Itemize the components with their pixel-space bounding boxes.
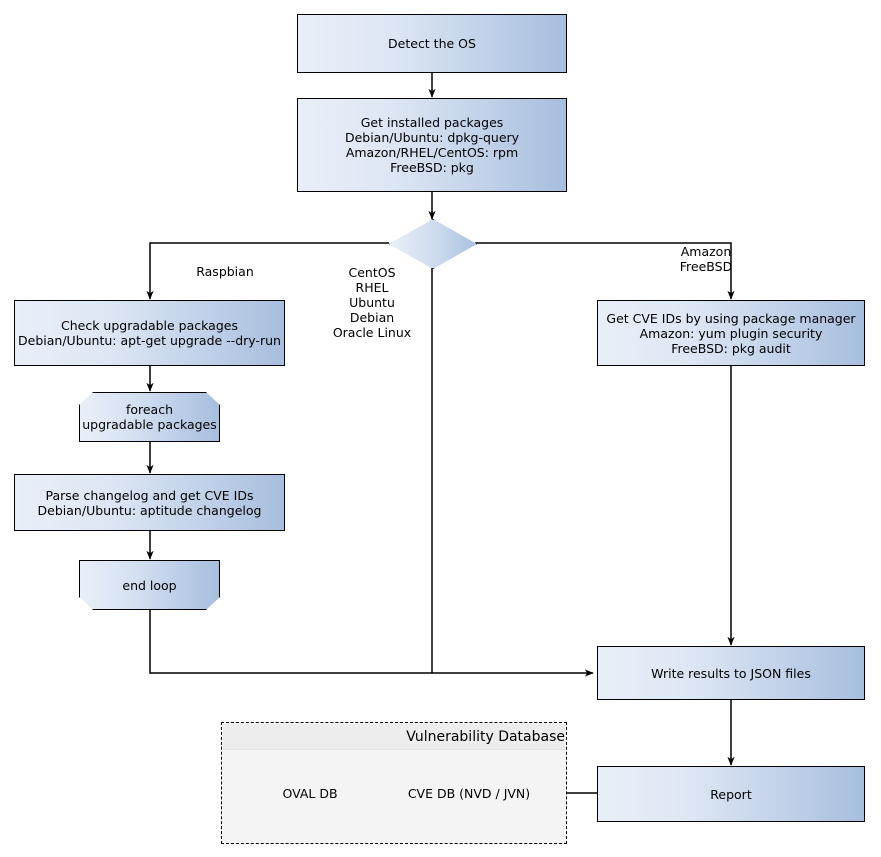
node-get-cve-ids[interactable]: Get CVE IDs by using package manager Ama… [597, 300, 865, 366]
edge-label-middle-distros: CentOS RHEL Ubuntu Debian Oracle Linux [332, 265, 412, 340]
node-get-installed-packages[interactable]: Get installed packages Debian/Ubuntu: dp… [297, 98, 567, 192]
node-detect-os[interactable]: Detect the OS [297, 14, 567, 73]
node-write-results[interactable]: Write results to JSON files [597, 646, 865, 700]
vulnerability-database-group: Vulnerability Database [221, 722, 567, 844]
node-foreach-loop-start[interactable]: foreach upgradable packages [79, 392, 220, 442]
edge-label-amazon-freebsd: Amazon FreeBSD [679, 244, 733, 274]
cve-db-label: CVE DB (NVD / JVN) [407, 786, 531, 801]
node-os-decision[interactable] [389, 219, 477, 269]
node-parse-changelog[interactable]: Parse changelog and get CVE IDs Debian/U… [14, 474, 285, 531]
vulnerability-database-title: Vulnerability Database [223, 724, 565, 750]
node-end-loop[interactable]: end loop [79, 560, 220, 610]
node-report[interactable]: Report [597, 766, 865, 822]
oval-db-label: OVAL DB [282, 786, 338, 801]
edge-label-raspbian: Raspbian [196, 264, 254, 279]
node-check-upgradable-packages[interactable]: Check upgradable packages Debian/Ubuntu:… [14, 300, 285, 366]
